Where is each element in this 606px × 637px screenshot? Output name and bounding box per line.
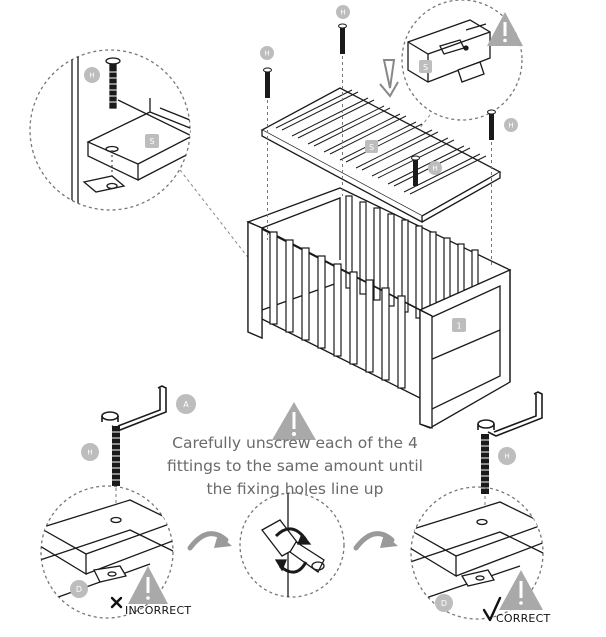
down-arrow-icon [379,59,399,98]
warning-icon [499,570,543,610]
detail-unscrew [239,492,345,598]
cross-icon [110,596,123,609]
correct-label: CORRECT [496,612,551,625]
instruction-line-1: Carefully unscrew each of the 4 [172,434,418,452]
leader-line [179,169,251,261]
part-h-label: H [432,165,437,173]
part-d-label: D [441,599,447,608]
part-a-label: A [183,400,189,409]
allen-key-left [101,385,167,431]
warning-icon [272,402,316,440]
detail-bolt-through-slat-frame [29,49,191,211]
part-a-badge [176,394,196,414]
h-badges: H H H H H H H [81,5,518,465]
warning-icon [487,12,523,46]
part-h-label: H [508,122,513,130]
part-h-label: H [264,50,269,58]
detail-correct [410,486,544,620]
part-s-badge [419,60,432,73]
part-1-label: 1 [456,322,461,331]
part-h-label: H [504,453,509,461]
front-slats [269,231,406,389]
part-s-label: S [369,143,374,152]
warning-icon [128,566,168,604]
curved-arrow-head [380,534,398,548]
instruction-note: Carefully unscrew each of the 4 fittings… [160,432,430,501]
part-1-badge [452,318,466,332]
part-h-label: H [89,72,94,80]
detail-incorrect [40,485,174,619]
curved-arrow-icon [187,531,229,551]
bolt-h-detail [105,57,121,109]
part-d-label: D [76,585,82,594]
part-s-label: S [423,63,428,72]
part-h-label: H [87,449,92,457]
part-s-badge [145,134,159,148]
allen-key-right [477,391,543,437]
part-h-label: H [340,9,345,17]
top-bolts [263,23,496,268]
instruction-line-3: the fixing holes line up [206,480,384,498]
instruction-line-2: fittings to the same amount until [167,457,423,475]
part-d-badge [70,580,88,598]
incorrect-label: INCORRECT [125,604,192,617]
curved-arrow-icon [353,531,395,551]
part-s-label: S [149,137,154,146]
part-s-badge [365,140,378,153]
curved-arrow-head [214,534,232,548]
cot-frame [246,187,512,429]
slatted-base [260,87,502,224]
part-d-badge [435,594,453,612]
check-icon [482,596,502,622]
